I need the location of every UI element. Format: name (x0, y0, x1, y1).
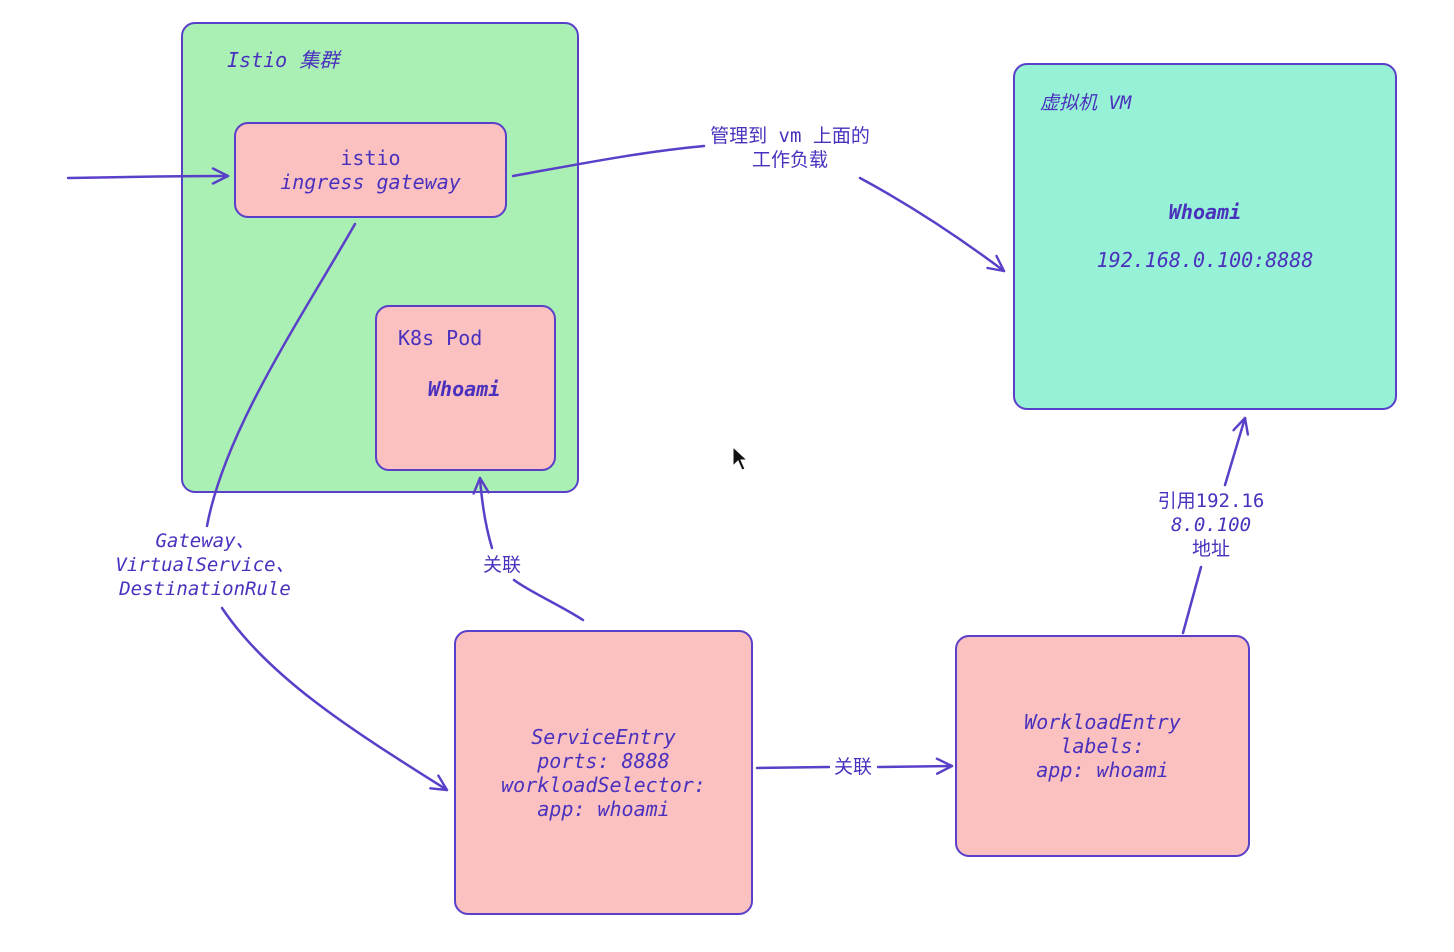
gateway-to-service-entry-label: Gateway、 VirtualService、 DestinationRule (111, 529, 299, 601)
vm-box: 虚拟机 VM Whoami 192.168.0.100:8888 (1013, 63, 1397, 410)
edge-label-line: 地址 (1191, 538, 1231, 560)
gateway-to-vm-arrow (858, 176, 1006, 273)
workload-entry-line: WorkloadEntry (1024, 710, 1181, 734)
edge-label-line: 管理到 vm 上面的 (710, 125, 870, 147)
edge-label-line: VirtualService、 (115, 554, 295, 576)
edge-label-text: 关联 (833, 756, 873, 778)
service-entry-to-workload-entry-line (755, 765, 831, 770)
edge-label-line: 工作负载 (751, 149, 829, 171)
service-entry-to-pod-line (512, 578, 585, 622)
k8s-pod-name: Whoami (428, 377, 501, 401)
workload-entry-to-vm-arrow (1223, 416, 1250, 487)
edge-label-line: Gateway、 (155, 530, 255, 552)
vm-address: 192.168.0.100:8888 (1096, 248, 1314, 272)
edge-label-line: DestinationRule (119, 578, 291, 600)
workload-entry-to-vm-line (1181, 565, 1203, 635)
edge-label-line: 引用192.16 (1157, 490, 1265, 512)
service-entry-line: ServiceEntry (531, 724, 676, 749)
k8s-pod-box: K8s Pod Whoami (375, 305, 556, 471)
ingress-gateway-text: istio ingress gateway (236, 124, 505, 216)
workload-entry-box: WorkloadEntry labels: app: whoami (955, 635, 1250, 857)
service-entry-line: ports: 8888 (537, 748, 670, 773)
workload-entry-line: labels: (1060, 734, 1145, 758)
edge-label-text: 关联 (482, 554, 522, 576)
workload-entry-text: WorkloadEntry labels: app: whoami (957, 637, 1248, 855)
service-entry-to-workload-entry-label: 关联 (829, 755, 877, 779)
k8s-pod-title: K8s Pod (398, 326, 483, 350)
ingress-gateway-box: istio ingress gateway (234, 122, 507, 218)
service-entry-to-workload-entry-arrow (876, 757, 954, 775)
vm-workload-name: Whoami (1168, 200, 1242, 224)
workload-entry-line: app: whoami (1036, 758, 1169, 782)
ingress-gateway-line: istio (340, 146, 401, 170)
ingress-gateway-line: ingress gateway (280, 170, 461, 194)
gateway-to-vm-label: 管理到 vm 上面的 工作负载 (706, 124, 874, 172)
vm-title: 虚拟机 VM (1040, 92, 1132, 114)
istio-cluster-label: Istio 集群 (227, 48, 340, 72)
service-entry-to-pod-label: 关联 (478, 553, 526, 577)
service-entry-line: app: whoami (537, 796, 670, 821)
workload-entry-to-vm-label: 引用192.16 8.0.100 地址 (1153, 489, 1269, 561)
gateway-to-service-entry-arrow (220, 606, 449, 792)
service-entry-line: workloadSelector: (501, 772, 706, 797)
service-entry-box: ServiceEntry ports: 8888 workloadSelecto… (454, 630, 753, 915)
edge-label-line: 8.0.100 (1170, 514, 1252, 536)
service-entry-text: ServiceEntry ports: 8888 workloadSelecto… (456, 632, 751, 913)
